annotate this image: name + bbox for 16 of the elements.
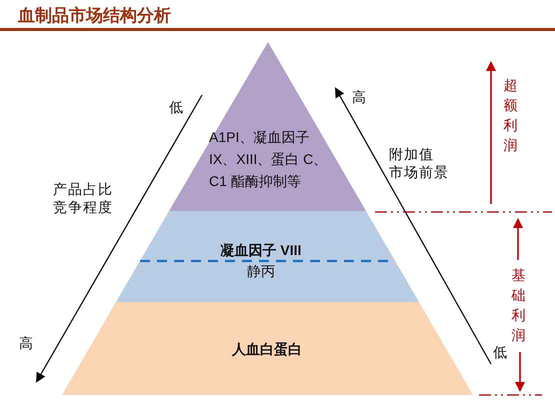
axis-label: 产品占比竞争程度 xyxy=(53,181,114,217)
pyramid-tier xyxy=(116,211,419,302)
tier-label: 人血白蛋白 xyxy=(230,340,303,359)
axis-label: 高 xyxy=(19,335,35,353)
axis-label: 超额利润 xyxy=(502,77,518,156)
tier-label: 凝血因子 VIII xyxy=(220,241,302,260)
title: 血制品市场结构分析 xyxy=(18,5,171,27)
axis-label: 高 xyxy=(352,89,368,107)
axis-label: 低 xyxy=(493,344,509,362)
axis-label: 附加值市场前景 xyxy=(389,146,450,182)
axis-label: 低 xyxy=(169,99,185,117)
pyramid-tier xyxy=(62,302,473,395)
tier-label: A1PI、凝血因子IX、XIII、蛋白 C、C1 酯酶抑制等 xyxy=(209,128,328,191)
tier-label: 静丙 xyxy=(246,262,276,281)
pyramid-tier xyxy=(169,42,366,211)
axis-label: 基础利润 xyxy=(510,267,526,346)
